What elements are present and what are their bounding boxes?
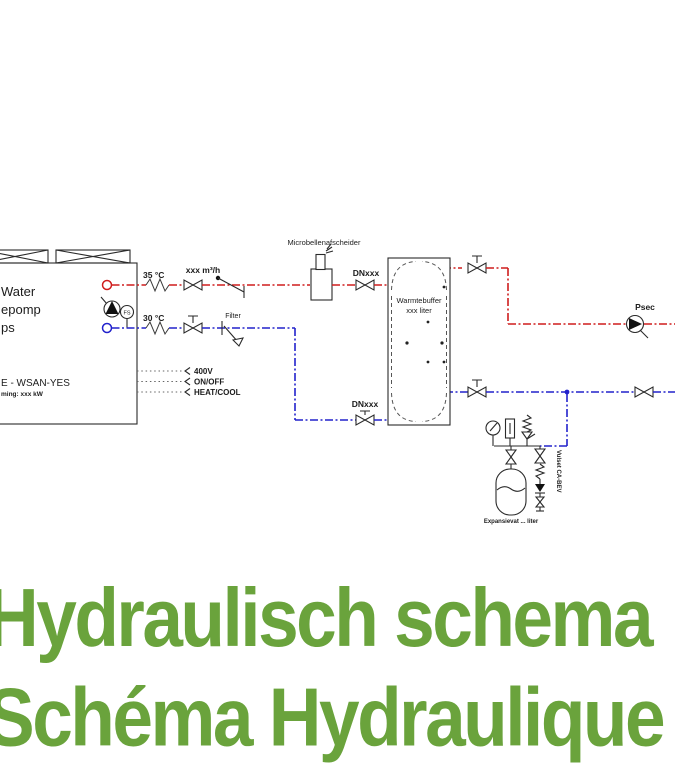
signal-label-onoff: ON/OFF [194,378,224,387]
svg-text:FS: FS [123,311,130,317]
signal-label-400v: 400V [194,367,213,376]
pressure-gauge-icon [485,420,501,446]
valve-icon [355,410,375,426]
heat-pump-name: Water [1,284,36,299]
arrow-icon [184,377,191,386]
valve-icon [183,315,203,334]
flow-switch-icon: FS [119,304,135,328]
air-separator-icon [310,243,334,301]
air-vent-icon [504,418,516,446]
buffer-name-label: Warmtebuffer [396,296,442,305]
filter-label: Filter [225,313,241,320]
dn-return-label: DNxxx [352,399,379,409]
hydraulic-schematic-page: Water epomp ps E - WSAN-YES ming: xxx kW… [0,238,675,763]
check-valve-icon [535,484,545,492]
buffer-capacity-label: xxx liter [406,306,432,315]
heat-pump-model: E - WSAN-YES [1,378,70,389]
valve-icon [467,379,487,398]
heat-pump-name: ps [1,320,15,335]
heat-pump-cabinet [0,262,138,425]
junction-dot [564,389,570,395]
expansion-group: Expansievat ... liter [484,394,568,525]
signal-connections: 400V ON/OFF HEAT/COOL [137,367,241,397]
compensator-icon [145,320,170,336]
fan-icon [55,249,131,264]
valve-icon [355,279,375,291]
valve-icon [183,279,203,291]
dn-supply-label: DNxxx [353,268,380,278]
hydraulic-diagram: Water epomp ps E - WSAN-YES ming: xxx kW… [0,238,675,525]
arrow-icon [184,388,191,396]
buffer-tank: Warmtebuffer xxx liter [387,257,451,426]
valve-icon [467,255,487,274]
fill-set: Vulset CA-BEV [533,446,561,512]
expansion-vessel-icon [495,468,527,516]
secondary-pump-icon [625,314,649,339]
pump-icon [100,296,121,318]
secondary-return-line [425,379,675,398]
signal-label-heatcool: HEAT/COOL [194,388,241,397]
page-title: Hydraulisch schema Schéma Hydraulique [0,569,666,768]
safety-valve-icon [520,414,536,446]
flow-meter-icon [215,275,245,298]
primary-supply-line: 35 °C xxx m³/h Microbellenafscheider DNx… [111,238,427,301]
return-port [101,322,113,334]
filter-icon [221,321,244,347]
tank-sensor-dots [405,285,446,364]
primary-return-line: 30 °C Filter DNxxx [111,313,424,426]
compensator-icon [145,277,170,293]
expansion-vessel-label: Expansievat ... liter [484,519,539,525]
title-line-french: Schéma Hydraulique [0,671,666,764]
arrow-icon [184,367,191,375]
title-line-dutch: Hydraulisch schema [0,572,654,664]
air-separator-label: Microbellenafscheider [288,238,361,247]
fill-set-label: Vulset CA-BEV [555,450,561,492]
return-temp-label: 30 °C [143,313,164,323]
heat-pump-name: epomp [1,302,41,317]
fan-icon [0,249,49,264]
valve-icon [634,386,654,398]
supply-temp-label: 35 °C [143,270,164,280]
heat-pump-power: ming: xxx kW [1,391,44,398]
secondary-pump-label: Psec [635,302,655,312]
valve-icon [504,446,518,469]
supply-port [101,279,113,291]
heat-pump-unit: Water epomp ps E - WSAN-YES ming: xxx kW… [0,249,138,425]
flow-rate-label: xxx m³/h [186,265,221,275]
